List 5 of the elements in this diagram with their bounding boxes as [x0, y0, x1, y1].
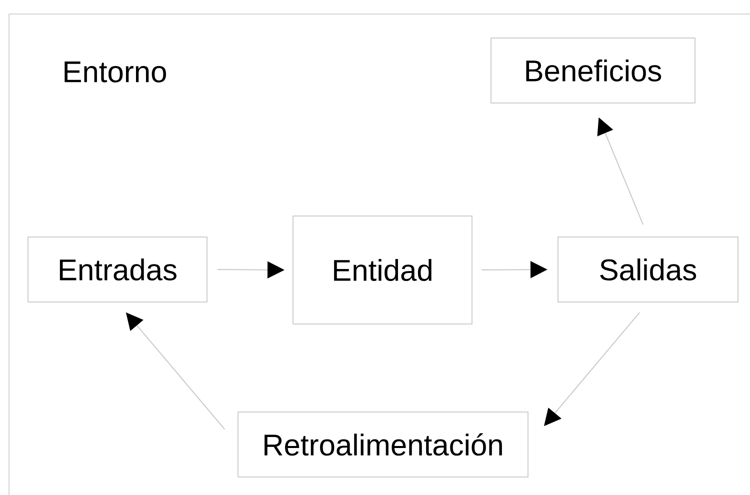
- process-box: Retroalimentación: [238, 412, 528, 478]
- process-box: Beneficios: [490, 38, 696, 104]
- process-box: Entidad: [292, 216, 472, 324]
- process-box: Entradas: [28, 236, 208, 302]
- process-box: Salidas: [558, 236, 738, 302]
